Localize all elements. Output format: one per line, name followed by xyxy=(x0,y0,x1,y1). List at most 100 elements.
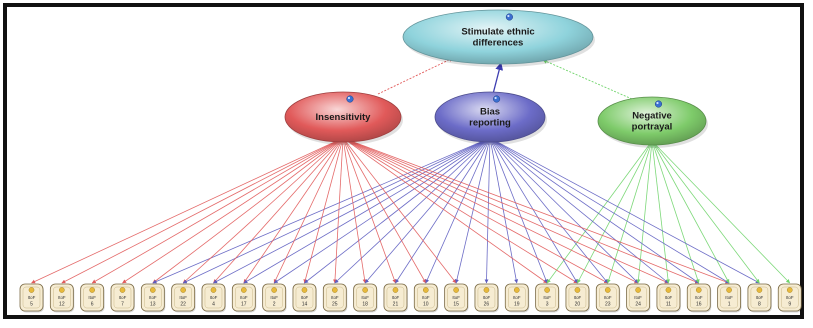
indicator-layer: ItoF5ItoF12ItoF6ItoF7ItoF13ItoF22ItoF4It… xyxy=(19,283,803,313)
sphere-icon xyxy=(346,95,354,103)
node-ellipse xyxy=(284,91,402,143)
indicator-box xyxy=(49,283,74,312)
indicator-itof-21[interactable]: ItoF 21 xyxy=(383,283,408,313)
indicator-prefix: ItoF xyxy=(58,295,66,300)
indicator-box xyxy=(383,283,408,312)
indicator-prefix: ItoF xyxy=(483,295,491,300)
indicator-box xyxy=(565,283,590,312)
node-label-stimulate-0: Stimulate ethnic xyxy=(461,27,534,38)
indicator-prefix: ItoF xyxy=(543,295,551,300)
indicator-number: 9 xyxy=(788,302,791,308)
edge-negative-to-itof-1 xyxy=(651,140,730,284)
indicator-badge-icon xyxy=(392,287,399,293)
indicator-box xyxy=(201,283,226,312)
indicator-box xyxy=(19,283,44,312)
indicator-itof-1[interactable]: ItoF 1 xyxy=(717,283,742,313)
indicator-badge-icon xyxy=(422,287,429,293)
edge-bias-to-itof-13 xyxy=(152,137,491,284)
indicator-prefix: ItoF xyxy=(695,295,703,300)
indicator-itof-17[interactable]: ItoF 17 xyxy=(231,283,257,313)
indicator-prefix: ItoF xyxy=(513,295,521,300)
indicator-badge-icon xyxy=(331,287,338,293)
indicator-box xyxy=(474,283,499,312)
indicator-number: 18 xyxy=(362,302,368,308)
indicator-box xyxy=(140,283,165,312)
indicator-prefix: ItoF xyxy=(725,295,733,300)
node-label-insensitivity-0: Insensitivity xyxy=(316,112,372,123)
edge-insensitivity-to-itof-3 xyxy=(342,137,548,284)
edge-bias-to-itof-4 xyxy=(213,137,491,284)
edge-insensitivity-to-itof-6 xyxy=(91,137,344,284)
indicator-prefix: ItoF xyxy=(634,295,642,300)
edge-insensitivity-to-itof-17 xyxy=(243,137,344,284)
indicator-badge-icon xyxy=(453,287,459,293)
edge-insensitivity-to-itof-20 xyxy=(342,137,578,284)
indicator-prefix: ItoF xyxy=(240,295,248,300)
indicator-number: 19 xyxy=(514,302,520,308)
indicator-box xyxy=(686,283,711,312)
indicator-itof-19[interactable]: ItoF 19 xyxy=(504,283,530,313)
indicator-number: 1 xyxy=(728,302,731,308)
edge-bias-to-itof-22 xyxy=(182,137,491,284)
indicator-box xyxy=(777,283,802,312)
node-insensitivity[interactable]: Insensitivity xyxy=(284,91,403,145)
indicator-badge-icon xyxy=(119,287,126,293)
indicator-number: 17 xyxy=(241,302,247,308)
node-label-negative-0: Negative xyxy=(632,111,672,122)
edge-insensitivity-to-itof-23 xyxy=(342,137,609,284)
edge-negative-to-itof-3 xyxy=(546,140,653,284)
indicator-number: 20 xyxy=(575,302,581,308)
indicator-prefix: ItoF xyxy=(452,295,460,300)
edge-insensitivity-to-itof-12 xyxy=(61,137,344,284)
edge-insensitivity-to-itof-11 xyxy=(342,137,669,284)
indicator-box xyxy=(413,283,438,312)
indicator-number: 8 xyxy=(758,302,761,308)
node-ellipse xyxy=(434,91,546,143)
edge-bias-to-itof-1 xyxy=(489,137,730,284)
indicator-itof-11[interactable]: ItoF 11 xyxy=(656,283,681,313)
indicator-itof-15[interactable]: ItoF 15 xyxy=(444,283,469,313)
indicator-badge-icon xyxy=(726,287,732,293)
indicator-badge-icon xyxy=(574,287,581,293)
indicator-prefix: ItoF xyxy=(665,295,673,300)
edge-insensitivity-to-itof-21 xyxy=(342,137,397,284)
indicator-prefix: ItoF xyxy=(392,295,400,300)
edge-bias-to-itof-26 xyxy=(484,137,491,284)
indicator-number: 14 xyxy=(302,302,308,308)
edge-insensitivity-to-stimulate xyxy=(377,57,454,95)
indicator-itof-8[interactable]: ItoF 8 xyxy=(747,283,772,313)
edge-insensitivity-to-itof-24 xyxy=(342,137,639,284)
indicator-number: 11 xyxy=(666,302,671,308)
indicator-box xyxy=(353,283,378,312)
indicator-prefix: ItoF xyxy=(149,295,157,300)
indicator-number: 21 xyxy=(393,302,399,308)
indicator-number: 15 xyxy=(453,302,459,308)
edge-bias-to-itof-15 xyxy=(454,137,491,284)
indicator-badge-icon xyxy=(150,287,156,293)
edge-insensitivity-to-itof-7 xyxy=(122,137,344,284)
indicator-prefix: ItoF xyxy=(756,295,764,300)
